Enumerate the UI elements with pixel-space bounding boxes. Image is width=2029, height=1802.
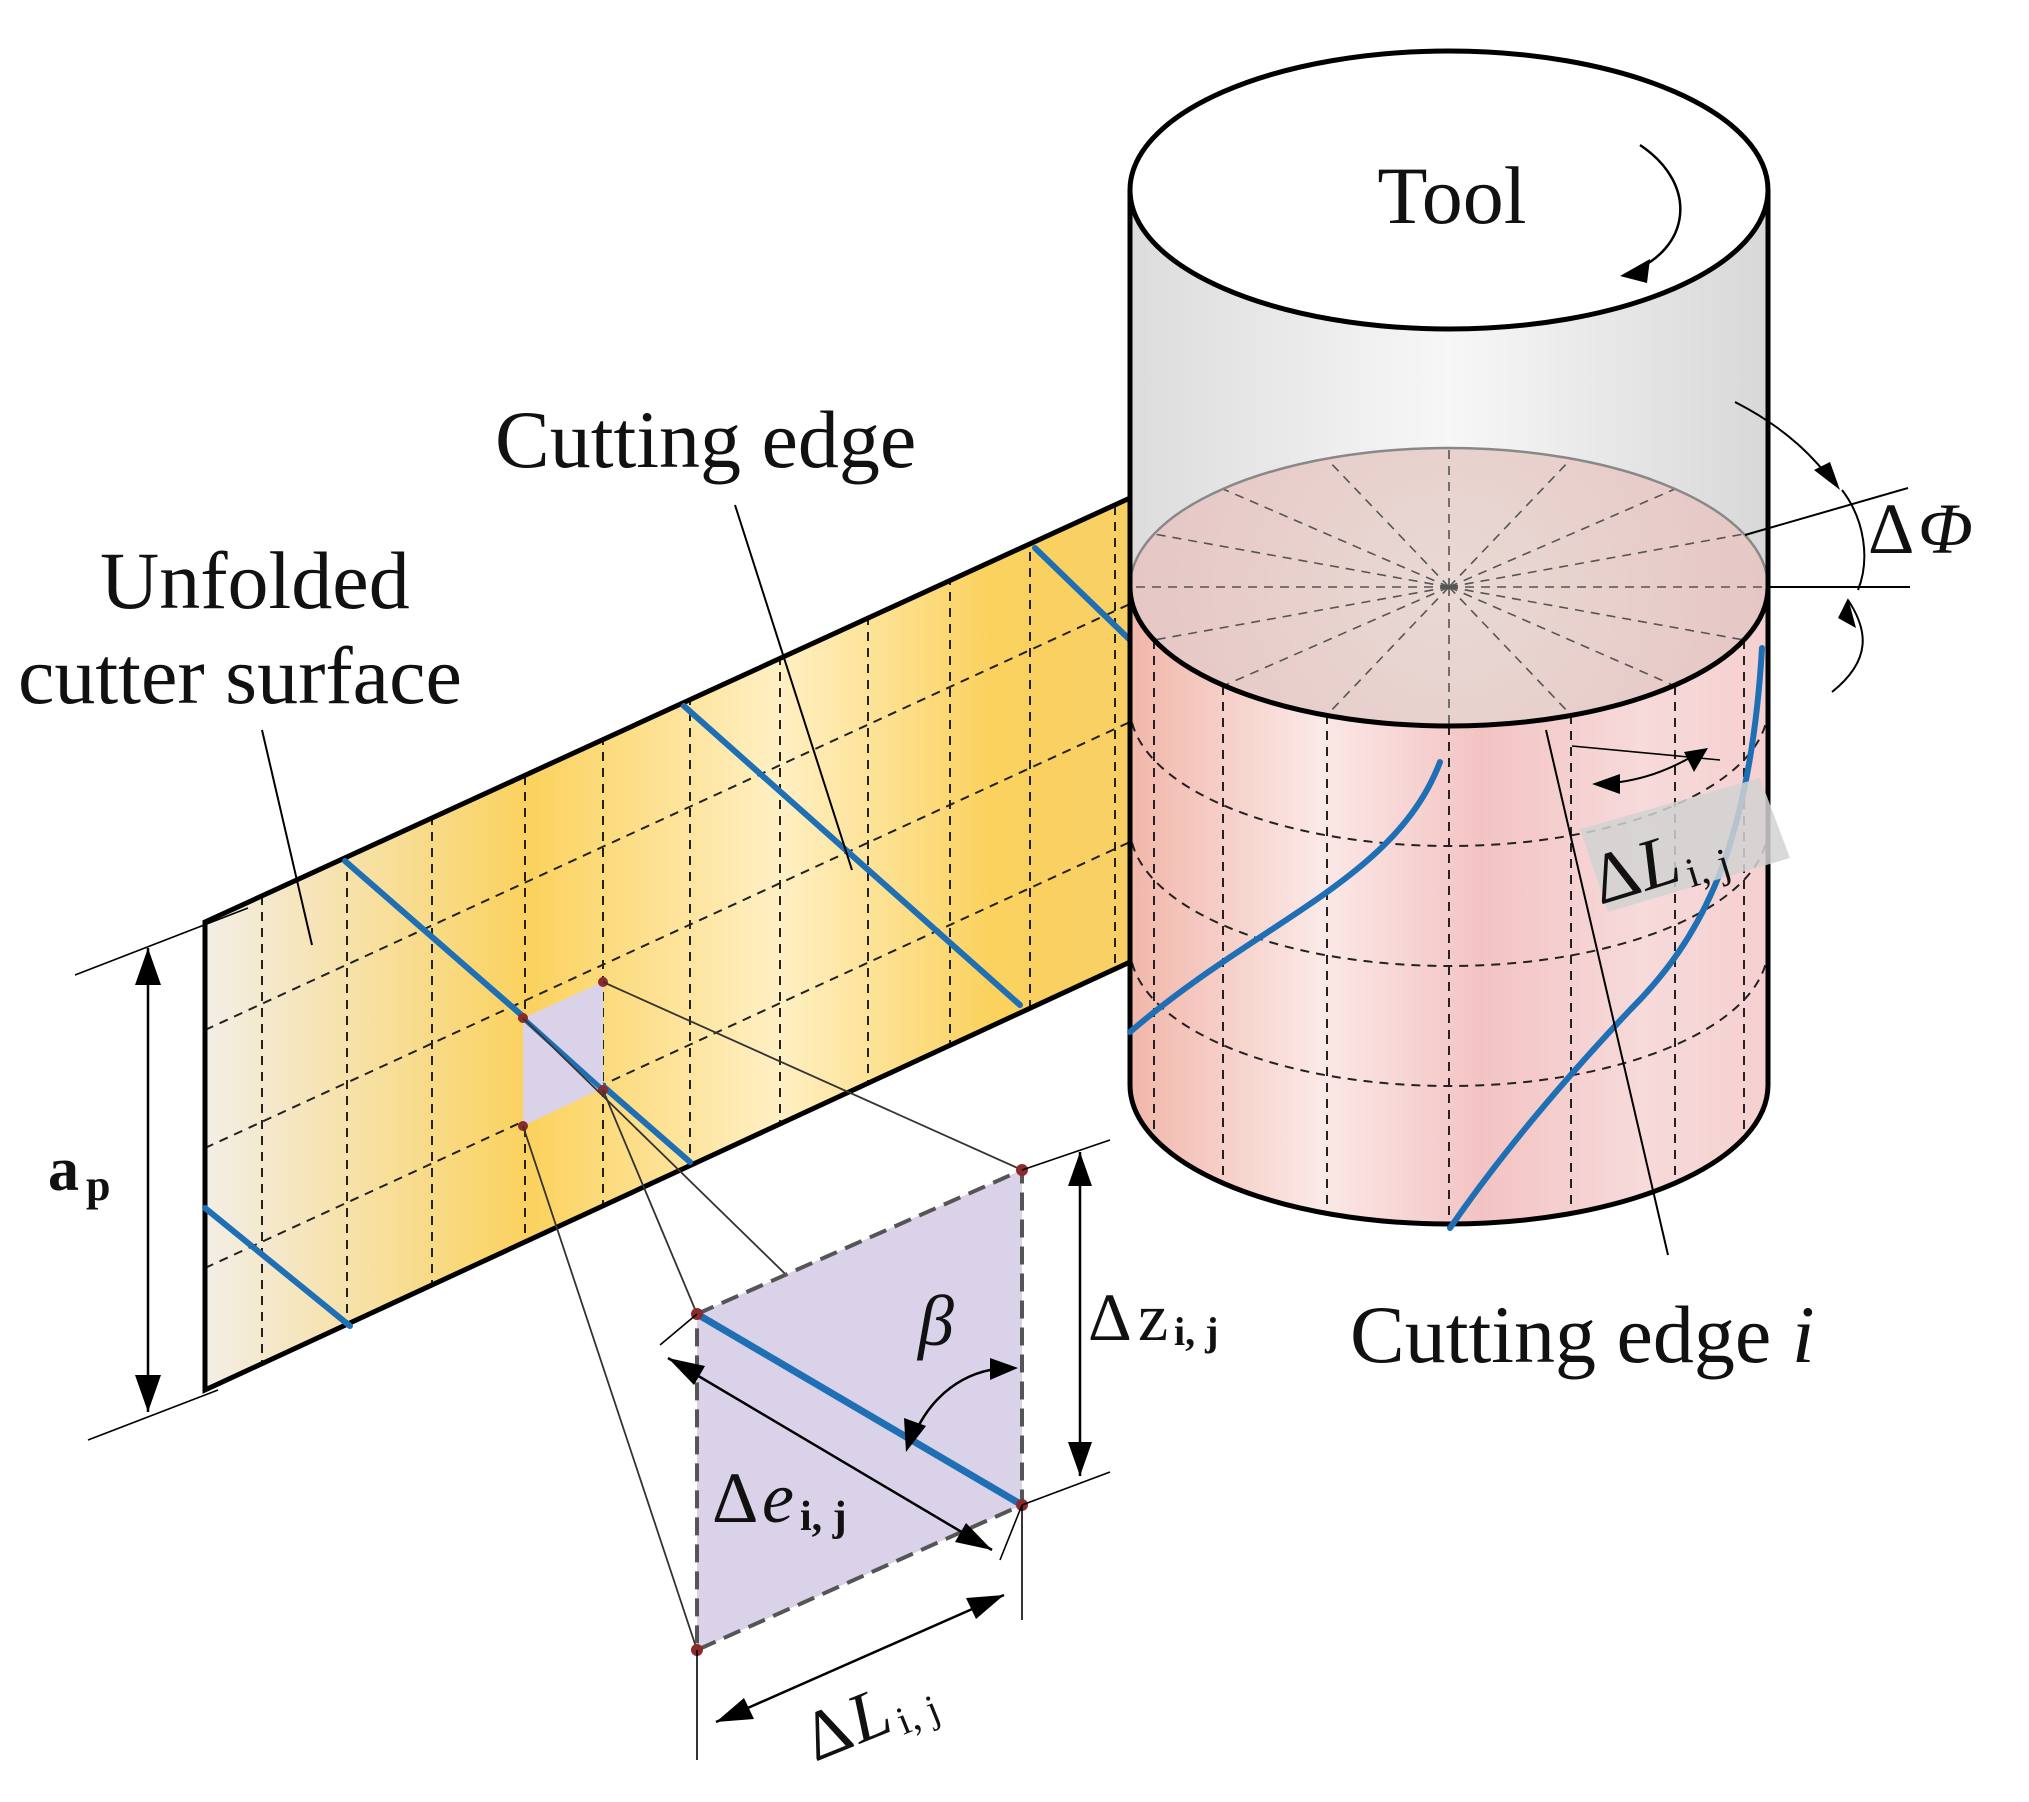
unfolded-grid bbox=[205, 498, 1130, 1380]
cutting-edge-i-callout: Cutting edge i bbox=[1350, 729, 1815, 1380]
unfolded-label-line2: cutter surface bbox=[18, 630, 462, 721]
delta-z-symbol: z bbox=[1138, 1279, 1168, 1355]
projection-lines bbox=[522, 981, 1023, 1651]
cutting-edge-i-text: Cutting edge bbox=[1350, 1289, 1792, 1380]
unfolded-surface-callout: Unfolded cutter surface bbox=[18, 535, 462, 946]
delta-e-delta: Δ bbox=[712, 1458, 758, 1538]
beta-angle: β bbox=[904, 1281, 1018, 1452]
delta-phi-delta: Δ bbox=[1868, 489, 1914, 569]
tool-arc-length-label: Δ L i, j bbox=[1571, 745, 1790, 920]
cutting-edge-callout: Cutting edge bbox=[495, 394, 916, 871]
unfolded-label-line1: Unfolded bbox=[100, 535, 410, 626]
cutting-edge-i-label: Cutting edge i bbox=[1350, 1289, 1815, 1380]
delta-z-subscript: i, j bbox=[1174, 1309, 1218, 1354]
cutting-edge-i-var: i bbox=[1792, 1289, 1815, 1380]
tool-label-box bbox=[1328, 143, 1578, 259]
delta-phi-phi: Φ bbox=[1918, 489, 1973, 569]
ap-subscript: p bbox=[86, 1161, 110, 1210]
delta-e-symbol: e bbox=[762, 1458, 794, 1538]
unfolded-cutting-edges bbox=[202, 545, 1133, 1329]
disc-spokes bbox=[1130, 448, 1768, 726]
element-cutting-edge bbox=[693, 1310, 1026, 1509]
delta-e-dimension: Δ e i, j bbox=[659, 1313, 1023, 1561]
beta-symbol: β bbox=[916, 1281, 954, 1361]
ap-dimension: a p bbox=[48, 907, 249, 1441]
tool-cylinder: Tool bbox=[1127, 48, 1771, 1231]
enlarged-element bbox=[691, 1164, 1028, 1656]
delta-z-delta: Δ bbox=[1088, 1279, 1132, 1355]
rotation-arrow bbox=[1620, 143, 1682, 283]
bottom-L-subscript: i, j bbox=[890, 1686, 946, 1744]
tool-grid bbox=[1130, 640, 1768, 1224]
delta-e-subscript: i, j bbox=[800, 1494, 847, 1540]
tool-label: Tool bbox=[1377, 150, 1526, 241]
delta-z-dimension: Δ z i, j bbox=[1021, 1139, 1218, 1506]
ap-symbol: a bbox=[48, 1136, 79, 1204]
delta-phi-annotation: Δ Φ bbox=[1734, 401, 1973, 693]
cutting-edge-label: Cutting edge bbox=[495, 394, 916, 485]
